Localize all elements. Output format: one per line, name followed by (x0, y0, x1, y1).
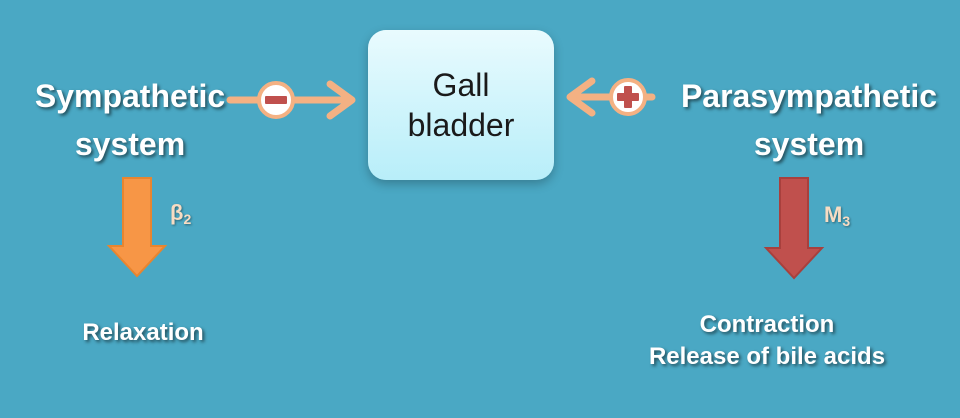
parasympathetic-line1: Parasympathetic (680, 78, 938, 114)
sympathetic-effect: Relaxation (56, 317, 230, 349)
relaxation-label: Relaxation (82, 319, 204, 346)
m3-receptor-label: M3 (824, 202, 851, 229)
gall-bladder-line1: Gall (432, 67, 490, 103)
gall-bladder-line2: bladder (407, 107, 515, 143)
parasympathetic-node: Parasympathetic system (664, 72, 954, 168)
beta2-receptor-label: β2 (170, 200, 192, 227)
sympathetic-line1: Sympathetic (34, 78, 226, 114)
contraction-label: Contraction (699, 311, 835, 338)
sympathetic-down-arrow (106, 177, 168, 278)
bile-release-label: Release of bile acids (648, 343, 886, 370)
sympathetic-node: Sympathetic system (14, 72, 246, 168)
gall-bladder-node: Gall bladder (368, 30, 554, 180)
sympathetic-line2: system (74, 126, 186, 162)
parasympathetic-effect: Contraction Release of bile acids (612, 309, 922, 373)
stimulate-sign-icon (609, 78, 647, 116)
parasympathetic-down-arrow (763, 177, 825, 280)
parasympathetic-line2: system (753, 126, 865, 162)
inhibit-sign-icon (257, 81, 295, 119)
